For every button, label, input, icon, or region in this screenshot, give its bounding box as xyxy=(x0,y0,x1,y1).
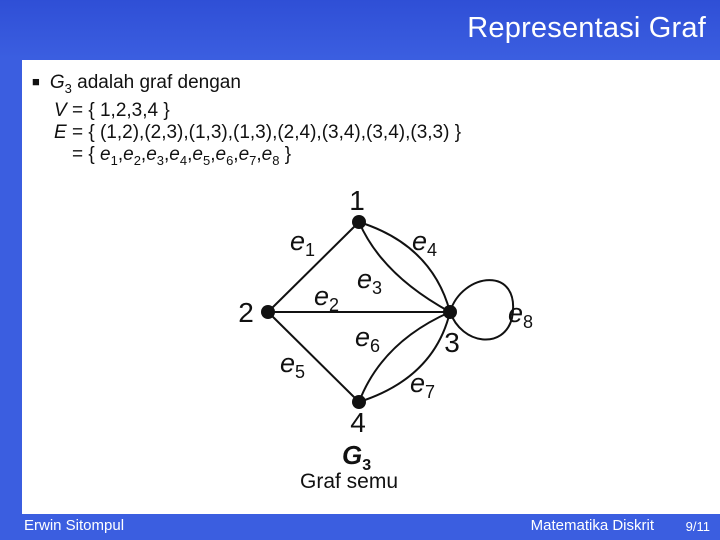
graph-edge-e1 xyxy=(267,221,360,313)
edge-label-e1: e1 xyxy=(290,226,315,260)
edge-list: e1,e2,e3,e4,e5,e6,e7,e8 xyxy=(100,143,280,168)
slide-header: Representasi Graf xyxy=(0,0,720,58)
pseudograph-diagram: e1 e2 e3 e4 e5 e6 e7 e8 1 2 3 4 xyxy=(238,185,533,438)
vertex-set-value: = { 1,2,3,4 } xyxy=(71,99,170,121)
square-bullet-icon: ■ xyxy=(32,74,40,89)
vertex-set-label: V xyxy=(54,99,67,121)
edge-list-item: e2 xyxy=(123,143,141,168)
graph-caption-text: Graf semu xyxy=(300,470,399,493)
slide-title: Representasi Graf xyxy=(467,12,706,44)
edge-list-item: e1 xyxy=(100,143,118,168)
edge-list-item: e3 xyxy=(146,143,165,168)
edge-list-item: e6 xyxy=(215,143,234,168)
edge-label-e8: e8 xyxy=(508,298,533,332)
edge-list-item: e4 xyxy=(169,143,188,168)
page-number: 9/11 xyxy=(685,519,710,534)
graph-edge-e3 xyxy=(358,221,451,313)
graph-name: G xyxy=(49,72,65,93)
edge-list-item: e8 xyxy=(261,143,280,168)
edge-label-e7: e7 xyxy=(410,368,435,402)
graph-vertex-4 xyxy=(352,395,366,409)
edge-label-e6: e6 xyxy=(355,322,380,356)
edge-label-e2: e2 xyxy=(314,281,339,315)
bullet-line-intro: ■ G3 adalah graf dengan xyxy=(32,72,461,100)
slide-content: ■G3 adalah graf dengan V = { 1,2,3,4 } E… xyxy=(22,60,720,514)
caption-name-sub: 3 xyxy=(362,457,372,475)
graph-edge-e4 xyxy=(358,221,451,313)
edge-list-prefix: = { xyxy=(72,143,95,165)
graph-edge-e7 xyxy=(358,311,451,403)
footer-course: Matematika Diskrit xyxy=(530,517,654,534)
edge-label-e3: e3 xyxy=(357,264,382,298)
vertex-label-4: 4 xyxy=(350,407,366,438)
bullet-block: ■ G3 adalah graf dengan V = { 1,2,3,4 } E… xyxy=(32,72,461,172)
intro-text: adalah graf dengan xyxy=(77,72,241,93)
vertex-set-line: V = { 1,2,3,4 } xyxy=(32,100,461,122)
graph-edge-e8 xyxy=(449,279,515,341)
edge-label-e4: e4 xyxy=(412,226,437,260)
edge-names-line: = { e1,e2,e3,e4,e5,e6,e7,e8 } xyxy=(32,144,461,172)
graph-sub: 3 xyxy=(64,80,72,96)
graph-caption-name: G3 xyxy=(342,440,371,475)
edge-list-item: e5 xyxy=(192,143,211,168)
edge-set-label: E xyxy=(54,121,67,143)
graph-edge-e6 xyxy=(358,311,451,403)
edge-set-value: = { (1,2),(2,3),(1,3),(1,3),(2,4),(3,4),… xyxy=(71,121,462,143)
edge-list-item: e7 xyxy=(238,143,257,168)
graph-edge-e5 xyxy=(267,311,360,403)
vertex-label-2: 2 xyxy=(238,297,254,328)
edge-set-line: E = { (1,2),(2,3),(1,3),(1,3),(2,4),(3,4… xyxy=(32,122,461,144)
graph-vertex-1 xyxy=(352,215,366,229)
vertex-label-1: 1 xyxy=(349,185,365,216)
edge-label-e5: e5 xyxy=(280,348,305,382)
graph-vertex-3 xyxy=(443,305,457,319)
edge-list-suffix: } xyxy=(284,143,292,165)
graph-vertex-2 xyxy=(261,305,275,319)
footer-author: Erwin Sitompul xyxy=(24,517,125,534)
caption-name-letter: G xyxy=(342,440,363,470)
vertex-label-3: 3 xyxy=(444,327,460,358)
